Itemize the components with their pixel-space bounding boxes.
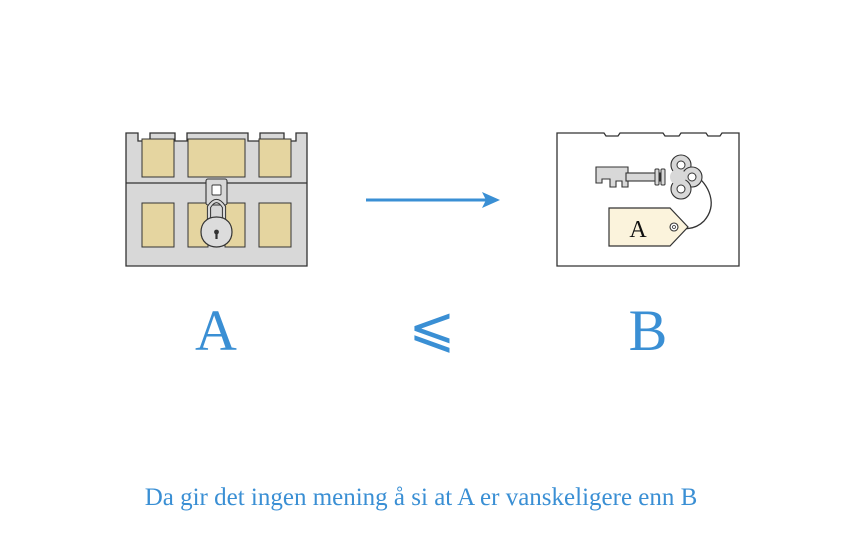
key-tag-label: A — [629, 217, 647, 243]
locked-chest-icon — [125, 132, 308, 267]
right-label: B — [628, 298, 668, 363]
relation-symbol: ⩽ — [408, 295, 456, 360]
key-tag — [608, 207, 689, 247]
caption: Da gir det ingen mening å si at A er van… — [144, 484, 698, 511]
arrow-right-icon — [366, 192, 500, 208]
open-box-with-key-icon: A — [556, 132, 740, 267]
left-label: A — [195, 298, 237, 363]
